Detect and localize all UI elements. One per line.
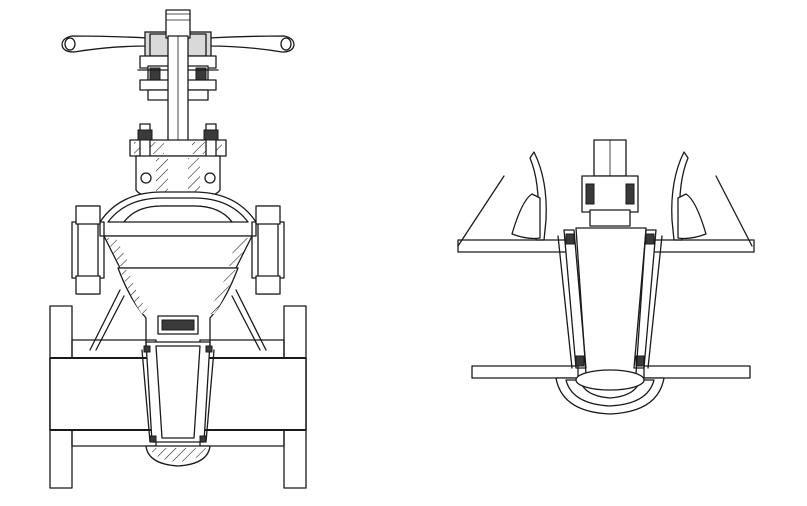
detail-body-walls (457, 151, 753, 247)
detail-upper-wall-right (647, 239, 755, 253)
gate-valve-cross-section-icon (49, 9, 307, 489)
bonnet-packing (129, 123, 227, 197)
detail-upper-wall-left (457, 239, 571, 253)
detail-lower-wall-left (471, 365, 579, 379)
detail-stem-nut (581, 139, 639, 227)
detail-lower-wall-right (643, 365, 751, 379)
detail-wedge-guides (557, 229, 663, 369)
body-neck (89, 267, 267, 351)
detail-bottom-pocket (555, 369, 665, 415)
bonnet-dome (99, 191, 257, 257)
wedge-detail-section-icon (457, 139, 755, 415)
bonnet-flange (71, 205, 285, 295)
valve-wedge (141, 315, 215, 443)
